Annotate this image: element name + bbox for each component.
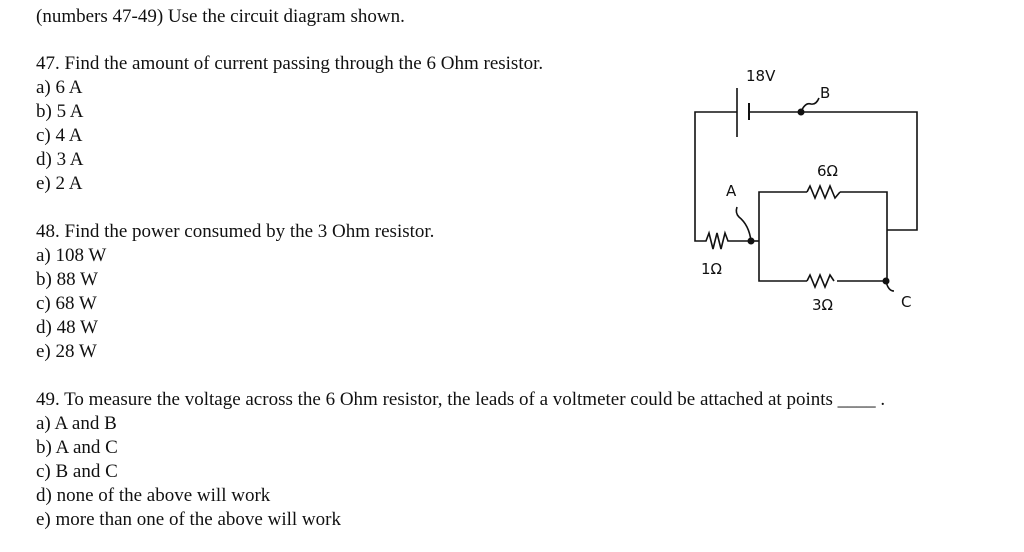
q48-option-d: d) 48 W [36,317,98,338]
q48-option-e: e) 28 W [36,341,97,362]
q49-option-a: a) A and B [36,413,117,434]
q48-option-c: c) 68 W [36,293,97,314]
q47-option-b: b) 5 A [36,101,84,122]
q49-option-e: e) more than one of the above will work [36,509,341,530]
r1-label: 1Ω [701,260,722,278]
lead-b [800,97,820,113]
q49-option-c: c) B and C [36,461,118,482]
q49-option-d: d) none of the above will work [36,485,271,506]
point-c-label: C [901,293,911,311]
wire-top [749,111,918,231]
point-b-dot [797,108,805,116]
r6-label: 6Ω [817,162,838,180]
battery-label: 18V [746,67,776,85]
question-48: 48. Find the power consumed by the 3 Ohm… [36,221,435,242]
instructions: (numbers 47-49) Use the circuit diagram … [36,6,405,27]
resistor-3ohm [806,272,835,290]
q47-option-c: c) 4 A [36,125,83,146]
q47-option-d: d) 3 A [36,149,84,170]
q47-option-e: e) 2 A [36,173,83,194]
question-47: 47. Find the amount of current passing t… [36,53,544,74]
q48-option-a: a) 108 W [36,245,107,266]
point-b-label: B [820,84,830,102]
resistor-6ohm [806,183,841,201]
q49-option-b: b) A and C [36,437,118,458]
point-a-dot [747,237,755,245]
r3-label: 3Ω [812,296,833,314]
resistor-1ohm [700,230,751,250]
q48-option-b: b) 88 W [36,269,98,290]
q47-option-a: a) 6 A [36,77,83,98]
point-a-label: A [726,182,737,200]
point-c-dot [882,277,890,285]
question-49: 49. To measure the voltage across the 6 … [36,389,886,410]
wire-left [694,111,737,242]
parallel-box [758,191,888,282]
lead-a [735,206,752,242]
